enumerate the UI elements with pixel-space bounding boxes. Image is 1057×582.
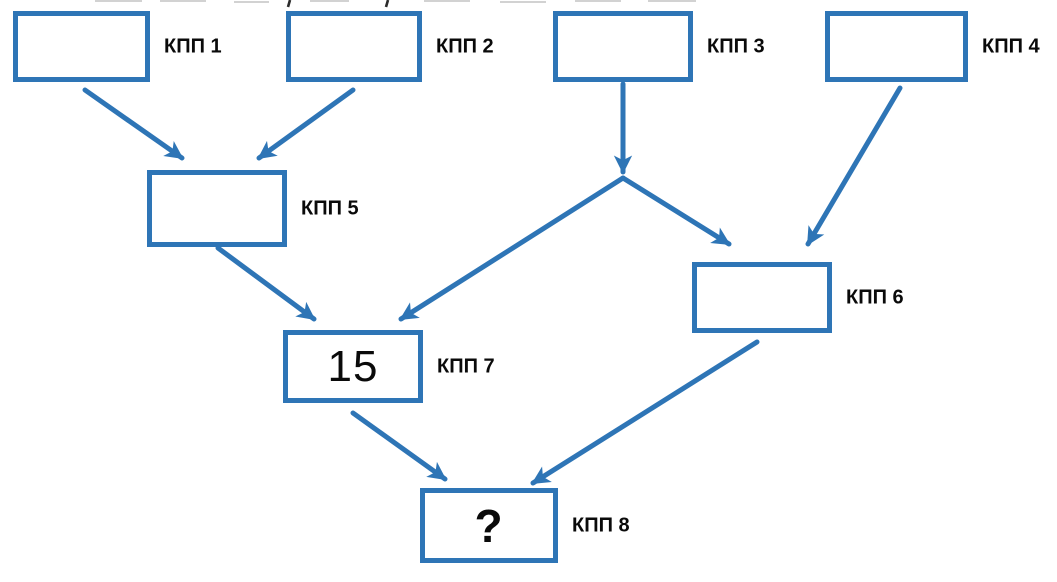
node-kpp3-box (553, 11, 693, 82)
edge-kpp6-kpp8 (530, 339, 760, 486)
node-kpp6: КПП 6 (692, 262, 904, 333)
node-kpp3: КПП 3 (553, 11, 765, 82)
edge-junction-kpp7 (398, 175, 626, 322)
node-kpp3-label: КПП 3 (707, 35, 765, 57)
edge-kpp2-kpp5 (256, 87, 356, 161)
edge-kpp5-kpp7 (215, 245, 317, 322)
edge-junction-kpp6 (620, 175, 732, 247)
node-kpp5-box (147, 170, 287, 247)
node-kpp4-label: КПП 4 (982, 35, 1040, 57)
node-kpp5: КПП 5 (147, 170, 359, 247)
node-kpp6-label: КПП 6 (846, 286, 904, 308)
edge-kpp7-kpp8 (350, 410, 448, 482)
edge-kpp1-kpp5 (82, 87, 185, 161)
node-kpp6-box (692, 262, 832, 333)
cropped-text-fragments (95, 0, 696, 8)
node-kpp7-label: КПП 7 (437, 355, 495, 377)
node-kpp7-value: 15 (327, 341, 379, 391)
node-kpp2-box (286, 11, 422, 82)
node-kpp4-box (825, 11, 968, 82)
node-kpp8: ? КПП 8 (420, 488, 630, 563)
node-kpp8-label: КПП 8 (572, 514, 630, 536)
node-kpp7: 15 КПП 7 (283, 330, 495, 403)
edge-kpp4-kpp6 (805, 85, 903, 247)
node-kpp4: КПП 4 (825, 11, 1040, 82)
node-kpp7-box: 15 (283, 330, 423, 403)
node-kpp1-label: КПП 1 (164, 35, 222, 57)
node-kpp5-label: КПП 5 (301, 197, 359, 219)
node-kpp8-box: ? (420, 488, 558, 563)
node-kpp1-box (13, 11, 150, 82)
node-kpp2-label: КПП 2 (436, 35, 494, 57)
node-kpp2: КПП 2 (286, 11, 494, 82)
node-kpp8-value: ? (474, 499, 504, 552)
node-kpp1: КПП 1 (13, 11, 222, 82)
